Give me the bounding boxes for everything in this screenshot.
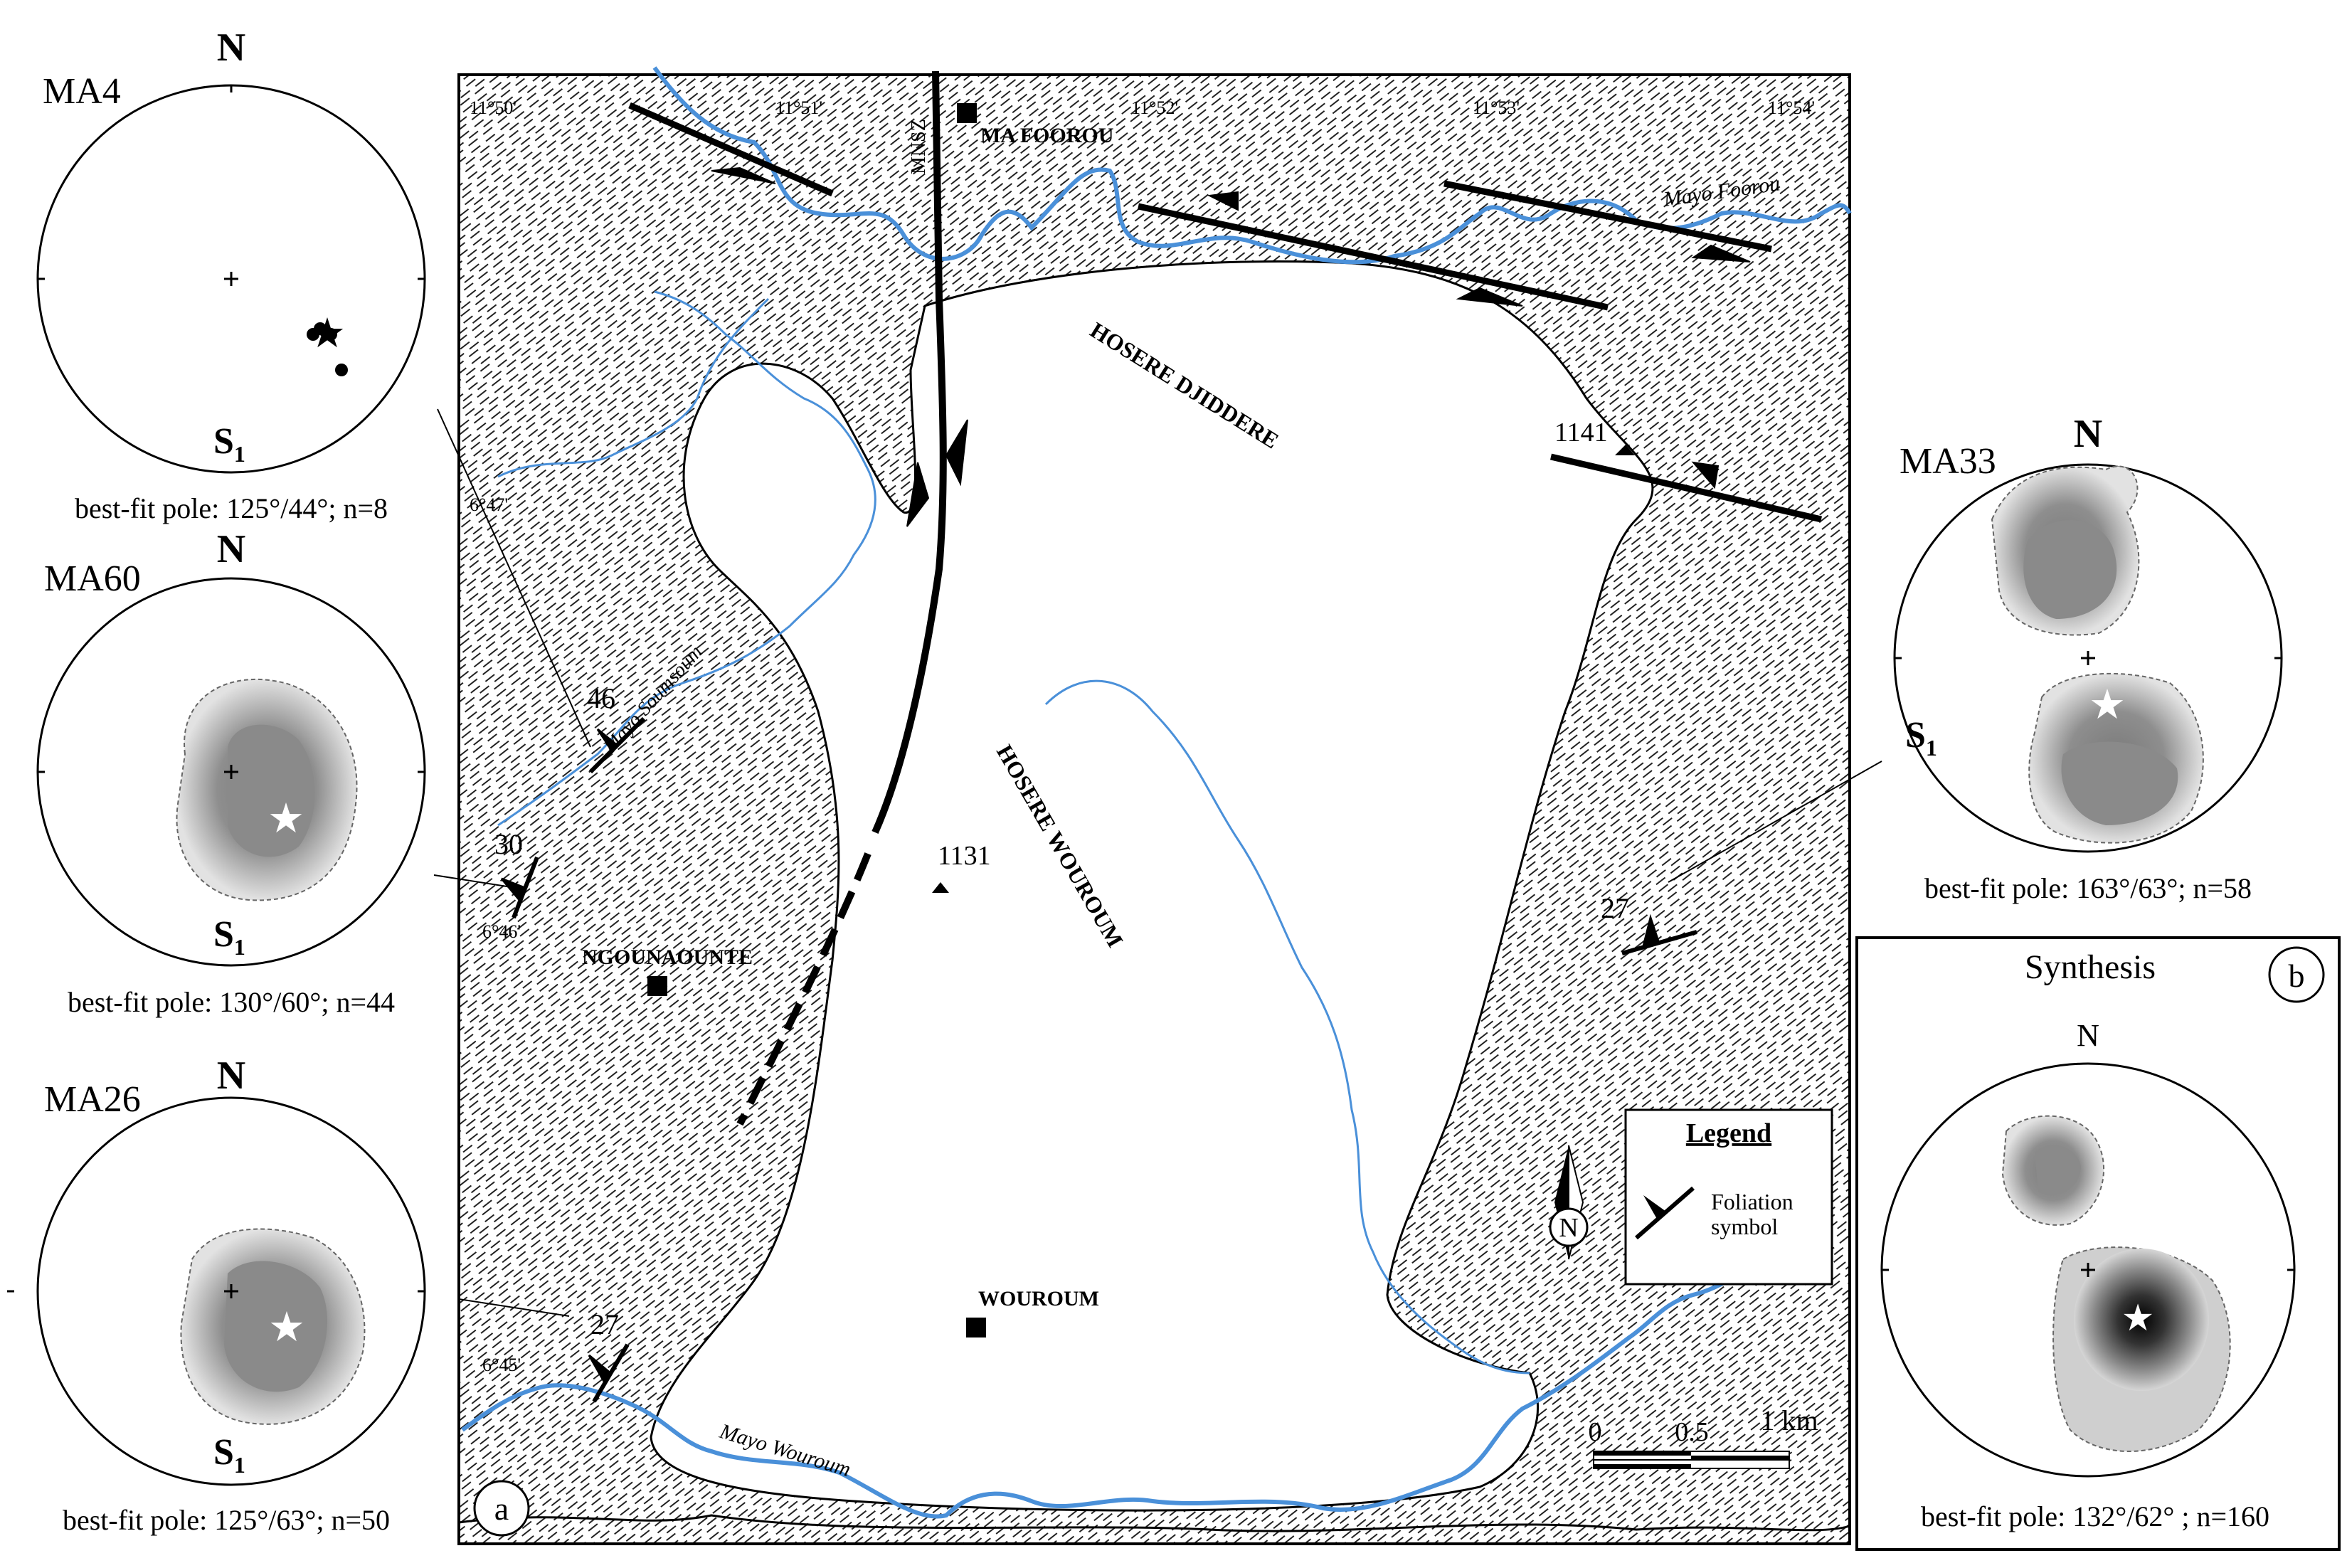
scale-bar: 0 0.5 1 km [1589, 1404, 1818, 1469]
place-wouroum: WOUROUM [978, 1287, 1099, 1310]
foliation-symbols [500, 716, 1697, 1403]
connector-lines [433, 408, 1882, 1317]
scale-half: 0.5 [1675, 1417, 1709, 1447]
river-inner-stream [1044, 679, 1530, 1374]
mean-pole-star: ★ [2121, 1298, 2155, 1339]
fault-east [1549, 453, 1823, 523]
lat-tick: 6°47' [470, 494, 508, 515]
village-wouroum-marker [966, 1318, 986, 1337]
faults [628, 70, 1823, 1126]
village-ma-foorou-marker [957, 103, 977, 123]
mean-pole-star: ★ [268, 1304, 305, 1350]
map-panel: N Legend Foliation symbol 0 0.5 1 km 11°… [433, 66, 1882, 1545]
fault-nw [628, 102, 834, 197]
peak-1131-label: 1131 [938, 841, 991, 871]
fault-mnsz-label: MNSZ [908, 119, 930, 174]
lon-tick: 11°50' [470, 97, 516, 118]
north-label: N [2077, 1018, 2099, 1053]
legend-line2: symbol [1711, 1214, 1778, 1239]
place-ma-foorou: MA FOOROU [980, 124, 1114, 147]
fault-mnsz [871, 70, 947, 835]
station-label: MA26 [44, 1079, 141, 1120]
scale-zero: 0 [1589, 1417, 1602, 1447]
station-label: MA60 [44, 558, 141, 599]
river-mayo-wouroum [461, 1264, 1758, 1519]
panel-a-label: a [494, 1490, 509, 1527]
lon-tick: 11°51' [775, 97, 822, 118]
north-arrow-label: N [1559, 1213, 1578, 1243]
fit-label: best-fit pole: 130°/60°; n=44 [68, 986, 395, 1018]
stereonet-ma33: ★ N MA33 S1 best-fit pole: 163°/63°; n=5… [1893, 412, 2283, 904]
stereonet-ma26: ★ N MA26 S1 best-fit pole: 125°/63°; n=5… [7, 1054, 426, 1536]
plane-label: S1 [213, 914, 245, 960]
stereonet-ma4: ★ N MA4 S1 best-fit pole: 125°/44°; n=8 [36, 26, 426, 524]
synthesis-panel: Synthesis b N ★ best-fit pole: 132°/62° … [1855, 936, 2341, 1551]
fit-label: best-fit pole: 125°/63°; n=50 [63, 1504, 390, 1536]
dip-27-east: 27 [1601, 892, 1629, 924]
village-ngounaounte-marker [647, 976, 667, 996]
dip-46: 46 [587, 682, 615, 714]
station-label: MA4 [43, 71, 121, 112]
dip-30: 30 [494, 828, 523, 860]
plane-label: S1 [213, 421, 245, 467]
station-label: MA33 [1900, 441, 1996, 482]
north-arrow: N [1549, 1145, 1589, 1260]
fault-north-east [1443, 180, 1772, 253]
lat-tick: 6°46' [482, 921, 521, 942]
north-label: N [217, 527, 245, 571]
legend-box: Legend Foliation symbol [1624, 1108, 1833, 1286]
lon-tick: 11°53' [1473, 97, 1520, 118]
dip-27-west: 27 [590, 1308, 619, 1340]
fit-label: best-fit pole: 132°/62° ; n=160 [1921, 1500, 2269, 1532]
river-upper-branch [497, 297, 770, 478]
panel-b-label: b [2289, 958, 2305, 994]
place-ngounaounte: NGOUNAOUNTE [582, 945, 753, 969]
river-mayo-soumsoum [497, 290, 876, 827]
plane-label: S1 [213, 1432, 245, 1478]
peak-1141-marker [1615, 445, 1635, 455]
mean-pole-star: ★ [2089, 682, 2126, 728]
mean-pole-star: ★ [309, 310, 346, 356]
stereonet-ma60: ★ N MA60 S1 best-fit pole: 130°/60°; n=4… [36, 527, 426, 1018]
panel-a-marker [473, 1480, 530, 1537]
peak-1141-label: 1141 [1554, 418, 1608, 447]
peak-1131-marker [932, 882, 949, 893]
legend-line1: Foliation [1711, 1189, 1794, 1214]
north-label: N [2074, 412, 2102, 456]
plane-label: S1 [1905, 715, 1937, 761]
fault-center-east [1138, 203, 1609, 311]
fit-label: best-fit pole: 163°/63°; n=58 [1924, 872, 2252, 904]
north-label: N [217, 26, 245, 70]
granite-massif [650, 260, 1654, 1512]
fault-mnsz-dashed [736, 852, 871, 1126]
lon-tick: 11°52' [1131, 97, 1178, 118]
scale-one: 1 km [1760, 1404, 1818, 1436]
lon-tick: 11°54' [1768, 97, 1815, 118]
lat-tick: 6°45' [482, 1355, 521, 1375]
synthesis-title: Synthesis [2025, 948, 2156, 986]
panel-b-marker [2268, 946, 2325, 1003]
mean-pole-star: ★ [267, 795, 304, 842]
legend-title: Legend [1686, 1118, 1771, 1148]
north-label: N [217, 1054, 245, 1098]
fit-label: best-fit pole: 125°/44°; n=8 [75, 492, 388, 524]
